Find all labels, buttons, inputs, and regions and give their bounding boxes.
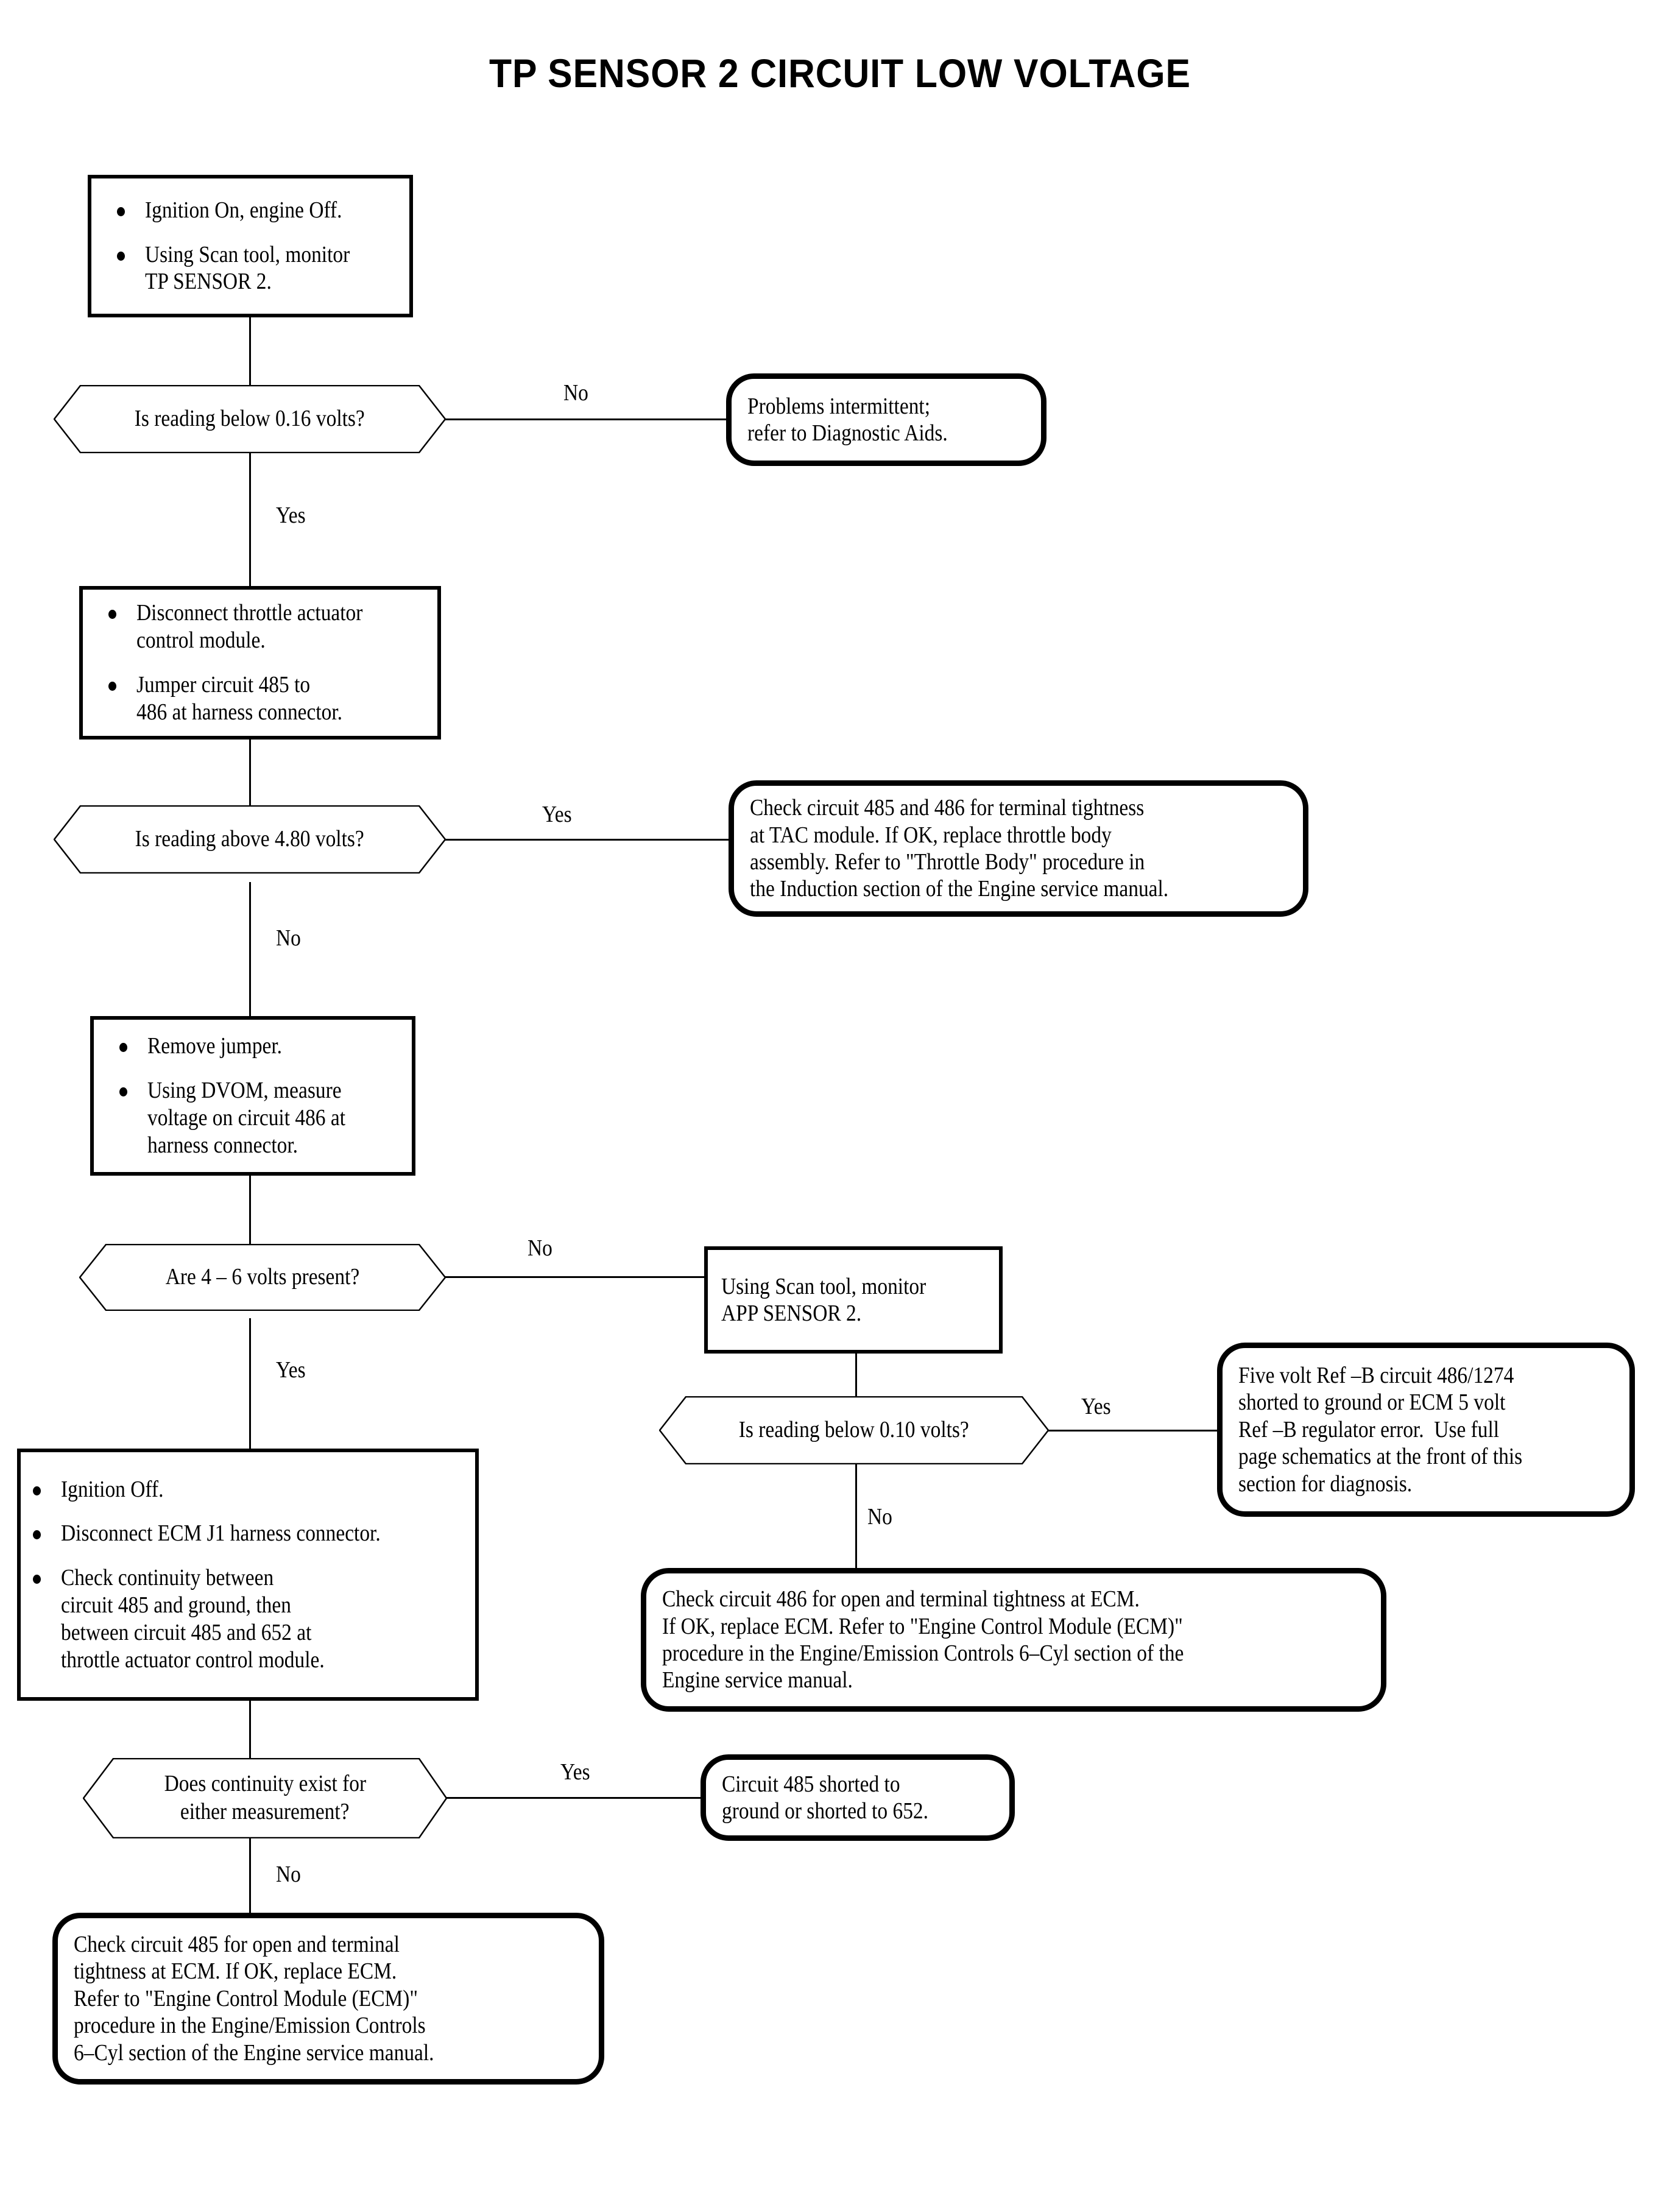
step2-bullet-2: Jumper circuit 485 to 486 at harness con… [104, 671, 437, 726]
decision-5[interactable]: Does continuity exist for either measure… [83, 1758, 447, 1838]
connector-d3-no-branch [440, 1276, 705, 1278]
connector-step2-to-d2 [249, 738, 251, 819]
connector-d5-yes-branch [440, 1797, 702, 1799]
term-486-line-2: If OK, replace ECM. Refer to "Engine Con… [662, 1613, 1183, 1639]
step2-bullet-1: Disconnect throttle actuator control mod… [104, 599, 437, 654]
connector-d4-yes-branch [1046, 1430, 1218, 1432]
term-tac-line-4: the Induction section of the Engine serv… [750, 876, 1169, 902]
step4-line-1: Using Scan tool, monitor [721, 1273, 926, 1299]
term-fivevolt-line-3: Ref –B regulator error. Use full [1238, 1416, 1500, 1442]
term-485-line-5: 6–Cyl section of the Engine service manu… [74, 2039, 434, 2066]
term-shorted-line-2: ground or shorted to 652. [722, 1798, 929, 1824]
term-485-line-2: tightness at ECM. If OK, replace ECM. [74, 1958, 397, 1985]
decision-5-hexagon [83, 1758, 447, 1838]
edge-label-d3-yes: Yes [276, 1357, 306, 1383]
edge-label-d3-no: No [528, 1235, 552, 1261]
term-intermittent-line-1: Problems intermittent; [747, 393, 930, 419]
terminal-circuit-485-shorted: Circuit 485 shorted to ground or shorted… [701, 1754, 1015, 1841]
terminal-check-circuit-485: Check circuit 485 for open and terminal … [52, 1913, 604, 2085]
step3-bullet-2: Using DVOM, measure voltage on circuit 4… [115, 1077, 412, 1159]
connector-d1-no-branch [440, 418, 727, 420]
terminal-five-volt-ref: Five volt Ref –B circuit 486/1274 shorte… [1217, 1343, 1635, 1517]
terminal-check-tac-module: Check circuit 485 and 486 for terminal t… [729, 780, 1308, 917]
decision-4[interactable]: Is reading below 0.10 volts? [659, 1396, 1049, 1464]
step1-bullet-2: Using Scan tool, monitor TP SENSOR 2. [112, 241, 409, 296]
edge-label-d2-no: No [276, 925, 301, 951]
term-485-line-4: procedure in the Engine/Emission Control… [74, 2013, 426, 2039]
decision-1-hexagon [54, 385, 446, 453]
step1-bullet-1: Ignition On, engine Off. [112, 197, 409, 224]
edge-label-d4-no: No [867, 1504, 892, 1530]
step5-bullet-3: Check continuity between circuit 485 and… [28, 1564, 475, 1673]
step-box-2: Disconnect throttle actuator control mod… [79, 586, 441, 740]
term-fivevolt-line-1: Five volt Ref –B circuit 486/1274 [1238, 1362, 1514, 1388]
edge-label-d2-yes: Yes [542, 802, 572, 827]
connector-step1-to-d1 [249, 317, 251, 389]
step5-bullet-1: Ignition Off. [28, 1476, 475, 1503]
edge-label-d1-yes: Yes [276, 503, 306, 528]
term-485-line-1: Check circuit 485 for open and terminal [74, 1931, 400, 1957]
term-486-line-4: Engine service manual. [662, 1667, 853, 1693]
step-box-1: Ignition On, engine Off. Using Scan tool… [88, 175, 413, 317]
connector-d2-to-step3 [249, 882, 251, 1017]
connector-d3-to-step5 [249, 1318, 251, 1452]
edge-label-d5-no: No [276, 1862, 301, 1887]
decision-3-hexagon [79, 1244, 446, 1311]
terminal-check-circuit-486: Check circuit 486 for open and terminal … [641, 1568, 1386, 1712]
term-tac-line-3: assembly. Refer to "Throttle Body" proce… [750, 849, 1145, 875]
term-486-line-3: procedure in the Engine/Emission Control… [662, 1640, 1184, 1666]
connector-d4-to-term486 [855, 1464, 857, 1569]
term-shorted-line-1: Circuit 485 shorted to [722, 1771, 900, 1797]
term-tac-line-2: at TAC module. If OK, replace throttle b… [750, 822, 1112, 848]
term-486-line-1: Check circuit 486 for open and terminal … [662, 1586, 1140, 1612]
term-fivevolt-line-5: section for diagnosis. [1238, 1470, 1413, 1497]
connector-step5-to-d5 [249, 1700, 251, 1773]
decision-2-hexagon [54, 805, 446, 874]
edge-label-d4-yes: Yes [1081, 1394, 1111, 1419]
step-box-4: Using Scan tool, monitor APP SENSOR 2. [704, 1246, 1003, 1354]
term-tac-line-1: Check circuit 485 and 486 for terminal t… [750, 795, 1145, 821]
edge-label-d5-yes: Yes [560, 1759, 590, 1785]
step5-bullet-2: Disconnect ECM J1 harness connector. [28, 1520, 475, 1547]
term-485-line-3: Refer to "Engine Control Module (ECM)" [74, 1985, 418, 2011]
term-intermittent-line-2: refer to Diagnostic Aids. [747, 420, 948, 446]
step-box-5: Ignition Off. Disconnect ECM J1 harness … [17, 1449, 479, 1701]
terminal-problems-intermittent: Problems intermittent; refer to Diagnost… [726, 373, 1046, 466]
step3-bullet-1: Remove jumper. [115, 1033, 412, 1060]
step4-line-2: APP SENSOR 2. [721, 1301, 862, 1326]
term-fivevolt-line-4: page schematics at the front of this [1238, 1444, 1523, 1470]
connector-d1-to-step2 [249, 452, 251, 587]
decision-1[interactable]: Is reading below 0.16 volts? [54, 385, 446, 453]
term-fivevolt-line-2: shorted to ground or ECM 5 volt [1238, 1389, 1506, 1416]
page-title: TP SENSOR 2 CIRCUIT LOW VOLTAGE [489, 51, 1191, 96]
decision-4-hexagon [659, 1396, 1049, 1464]
step-box-3: Remove jumper. Using DVOM, measure volta… [90, 1016, 415, 1176]
decision-3[interactable]: Are 4 – 6 volts present? [79, 1244, 446, 1311]
connector-d5-to-term485 [249, 1837, 251, 1914]
decision-2[interactable]: Is reading above 4.80 volts? [54, 805, 446, 874]
edge-label-d1-no: No [563, 380, 588, 406]
connector-step3-to-d3 [249, 1176, 251, 1255]
connector-d2-yes-branch [440, 839, 731, 841]
